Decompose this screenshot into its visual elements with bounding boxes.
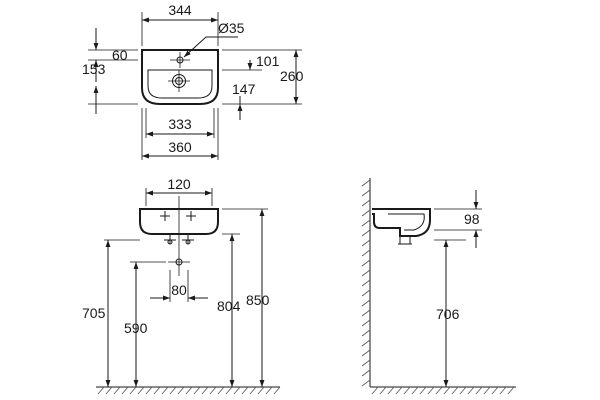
dim-80: 80 [171, 282, 187, 298]
dim-hole-diameter: Ø35 [218, 20, 245, 36]
basin-bowl-side [388, 213, 425, 231]
dim-98: 98 [464, 211, 480, 227]
front-view: 120 80 705 590 804 850 [82, 176, 281, 395]
centerline-top [168, 52, 190, 92]
top-view: 344 Ø35 60 153 101 260 147 333 360 [82, 2, 304, 160]
dim-850: 850 [246, 292, 270, 308]
dim-705: 705 [82, 305, 106, 321]
dim-101: 101 [256, 53, 280, 69]
dim-153: 153 [82, 61, 106, 77]
centerline-front [168, 196, 190, 276]
valves-front [164, 234, 194, 244]
dim-120: 120 [167, 176, 191, 192]
dim-344: 344 [168, 2, 192, 18]
basin-outline-top [141, 49, 219, 105]
trap-side [398, 236, 412, 245]
dim-333: 333 [168, 116, 192, 132]
dim-147: 147 [232, 81, 256, 97]
wall-hatch-side [361, 179, 371, 387]
floor-hatch-front [97, 386, 281, 395]
basin-outline-front [139, 208, 219, 235]
dim-260: 260 [280, 68, 304, 84]
dim-804: 804 [217, 298, 241, 314]
basin-profile-side [372, 208, 431, 237]
floor-hatch-side [371, 386, 515, 395]
tap-hole-left-front [160, 211, 170, 221]
dim-706: 706 [436, 306, 460, 322]
dim-590: 590 [124, 320, 148, 336]
tap-hole-right-front [186, 211, 196, 221]
dim-360: 360 [168, 139, 192, 155]
dim-60: 60 [112, 47, 128, 63]
side-view: 98 706 [361, 178, 516, 395]
basin-inner-top [147, 69, 213, 99]
trap-front [175, 258, 183, 266]
